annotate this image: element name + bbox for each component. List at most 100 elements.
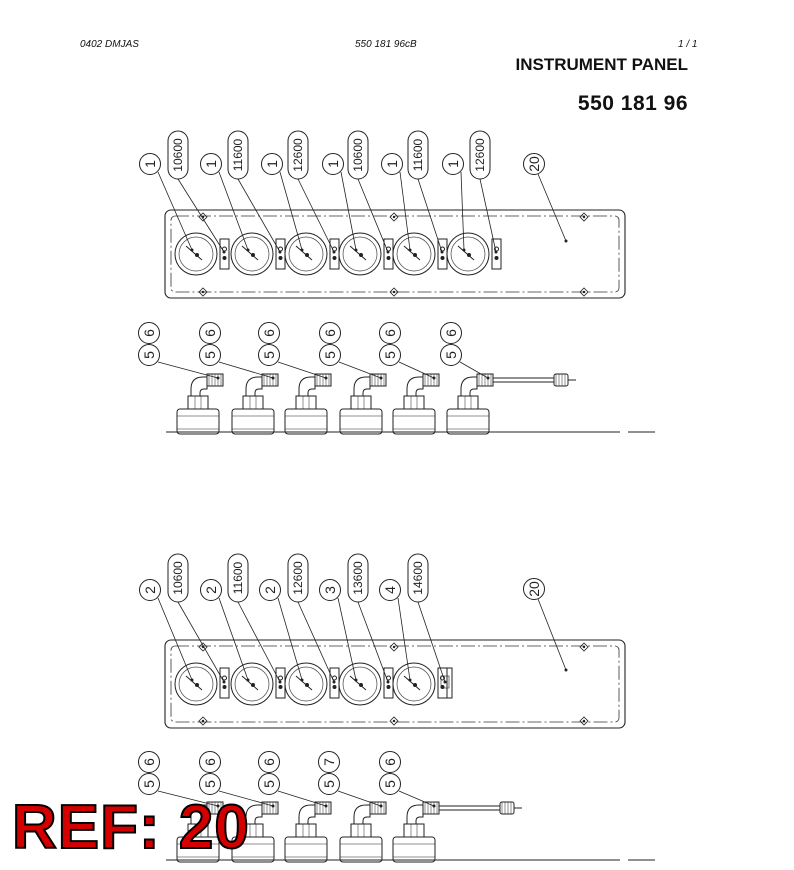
panel-1-screw-2-head: [579, 212, 589, 222]
panel-1-connector-2: [231, 373, 279, 435]
panel-2-callout-conn-bot-4: 5: [318, 773, 340, 795]
panel-2-connector-5-nut: [403, 823, 425, 838]
panel-2-connector-3: [284, 801, 332, 863]
panel-1-gauge-2: [230, 232, 274, 276]
panel-2-screw-5: [579, 716, 589, 726]
panel-2-screw-2: [579, 642, 589, 652]
panel-1-callout-ref-2: 11600: [227, 130, 249, 180]
panel-2-leader-item-2-dot: [246, 678, 250, 682]
panel-1-leader-conn-6-dot: [486, 376, 490, 380]
panel-1-connector-3-socket: [284, 408, 328, 435]
panel-2-callout-item-3: 2: [259, 579, 281, 601]
panel-1-callout-conn-top-5-circle: [379, 322, 401, 344]
panel-1-callout-conn-bot-2: 5: [199, 344, 221, 366]
panel-2-connector-5-socket: [392, 836, 436, 863]
panel-2-callout-ref-5: 14600: [407, 553, 429, 603]
panel-2-lamp-1-led2: [222, 685, 227, 689]
panel-2-leader-ref-2-dot: [278, 680, 282, 684]
panel-1-callout-conn-top-3: 6: [258, 322, 280, 344]
panel-2-gauge-2-bezel: [230, 662, 274, 706]
panel-1-callout-conn-top-6-circle: [440, 322, 462, 344]
panel-2-leader-ref-4: [357, 601, 389, 683]
panel-2-callout-conn-bot-2: 5: [199, 773, 221, 795]
panel-1-leader-item-6-dot: [462, 248, 466, 252]
panel-2-callout-conn-top-5-circle: [379, 751, 401, 773]
panel-1-leader-item-5: [399, 171, 411, 251]
panel-1-callout-item-2-circle: [200, 153, 222, 175]
panel-2-callout-conn-top-3-circle: [258, 751, 280, 773]
panel-1-gauge-5-bezel: [392, 232, 436, 276]
panel-2-callout-ref-4-text: 13600: [351, 561, 365, 595]
panel-2-callout-conn-bot-4-text: 5: [321, 780, 337, 788]
panel-2-connector-1: [176, 801, 224, 863]
panel-1-callout-ref-3-text: 12600: [291, 138, 305, 172]
panel-2-gauge-2-dial: [234, 666, 270, 702]
panel-2-callout-conn-top-1: 6: [138, 751, 160, 773]
panel-2-callout-conn-bot-3: 5: [258, 773, 280, 795]
document-code: 0402 DMJAS: [80, 39, 139, 50]
panel-1-leader-ref-4: [357, 178, 389, 253]
panel-1-leader-panel-dot: [564, 239, 568, 243]
ref-label: REF: 20: [11, 793, 250, 862]
panel-2-leader-panel: [537, 598, 567, 671]
panel-2-connector-2-nut: [242, 823, 264, 838]
panel-2-gauge-1-hub: [195, 683, 199, 687]
panel-1-callout-conn-bot-2-text: 5: [202, 351, 218, 359]
panel-1-callout-item-3-text: 1: [264, 160, 280, 168]
panel-1-lamp-5-led2: [440, 256, 445, 260]
panel-2-callout-item-5-circle: [379, 579, 401, 601]
panel-1-connector-6: [446, 373, 576, 435]
panel-2-screw-4-head: [389, 716, 399, 726]
panel-2-gauge-4-needle: [349, 675, 367, 691]
panel-1-screw-1-head: [389, 212, 399, 222]
panel-1-connector-4-nut: [350, 395, 372, 410]
panel-2-callout-item-1-circle: [139, 579, 161, 601]
panel-1-lamp-4-body: [383, 238, 394, 270]
panel-2-connector-4-nut: [350, 823, 372, 838]
panel-2-gauge-1-dial: [178, 666, 214, 702]
panel-2-callout-conn-bot-1-text: 5: [141, 780, 157, 788]
panel-2-callout-ref-3: 12600: [287, 553, 309, 603]
panel-1-screw-5: [579, 287, 589, 297]
panel-2-screw-4-center: [392, 719, 396, 723]
panel-2-gauge-1: [174, 662, 218, 706]
panel-1-connector-6-nut: [457, 395, 479, 410]
panel-2-gauge-4-dial: [342, 666, 378, 702]
panel-1-gauge-3-dial: [288, 236, 324, 272]
panel-1-leader-ref-5-dot: [440, 250, 444, 254]
panel-2-connector-5-elbow: [406, 804, 424, 824]
panel-2-gauge-4-bezel: [338, 662, 382, 706]
panel-1-leader-ref-1-dot: [222, 250, 226, 254]
panel-2-callout-conn-bot-5-text: 5: [382, 780, 398, 788]
panel-1-callout-conn-top-1-circle: [138, 322, 160, 344]
panel-1-leader-conn-1-dot: [216, 376, 220, 380]
panel-1-gauge-4-bezel: [338, 232, 382, 276]
panel-1-connector-2-elbow: [245, 376, 263, 396]
panel-2-gauge-4: [338, 662, 382, 706]
panel-2-callout-conn-top-5: 6: [379, 751, 401, 773]
panel-2-connector-5: [392, 801, 522, 863]
panel-1-callout-conn-top-5-text: 6: [382, 329, 398, 337]
panel-2-gauge-1-bezel: [174, 662, 218, 706]
panel-1-callout-conn-bot-1: 5: [138, 344, 160, 366]
panel-1-gauge-2-hub: [251, 253, 255, 257]
panel-1-leader-ref-6-dot: [494, 250, 498, 254]
panel-1-leader-conn-6: [459, 361, 489, 379]
panel-2-screw-1: [389, 642, 399, 652]
panel-1-lamp-6: [491, 238, 502, 270]
panel-1-frame-outer: [164, 209, 626, 299]
panel-2-lamp-1-led: [222, 675, 227, 681]
panel-1-callout-conn-bot-6: 5: [440, 344, 462, 366]
panel-2-leader-item-2: [218, 597, 249, 681]
panel-2-leader-conn-5-dot: [432, 804, 436, 808]
panel-2-callout-conn-top-4: 7: [318, 751, 340, 773]
panel-1-leader-conn-3-dot: [324, 376, 328, 380]
panel-2-callout-ref-2: 11600: [227, 553, 249, 603]
panel-2-gauge-2-hub: [251, 683, 255, 687]
panel-2-callout-conn-top-2: 6: [199, 751, 221, 773]
panel-1-gauge-5-needle: [403, 245, 421, 261]
panel-1-gauge-4-hub: [359, 253, 363, 257]
panel-2-leader-conn-1-dot: [216, 804, 220, 808]
panel-1-callout-conn-bot-6-circle: [440, 344, 462, 366]
panel-1-callout-ref-5-text: 11600: [411, 138, 425, 171]
